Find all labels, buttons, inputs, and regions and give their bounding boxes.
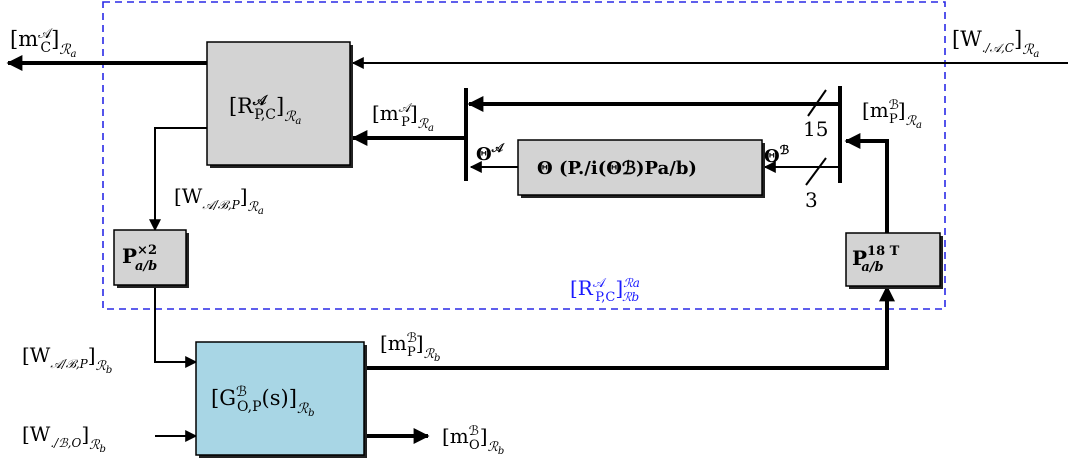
label-w-abp-b: [W𝒜/ℬ,P]ℛb [22, 343, 112, 376]
label-w-abp-a: [W𝒜/ℬ,P]ℛa [174, 184, 264, 217]
theta-block-label: Θ (P./i(Θℬ)Pa/b) [537, 158, 697, 179]
wire-p18-to-bar [844, 133, 889, 233]
label-theta-b: Θℬ [764, 143, 790, 167]
svg-text:P×2a/b: P×2a/b [122, 243, 157, 274]
label-theta-a: Θ𝒜 [476, 141, 506, 165]
wire-w-abp-a [149, 127, 207, 232]
svg-text:[GℬO,P(s)]ℛb: [GℬO,P(s)]ℛb [211, 384, 314, 419]
bus-slash-3 [805, 157, 827, 186]
wire-p-x2-to-g [154, 287, 198, 368]
wire-m-p-b [366, 285, 895, 370]
label-w-bo: [W./ℬ,O]ℛb [22, 422, 106, 455]
label-w-ac: [W./𝒜,C]ℛa [952, 27, 1039, 60]
svg-text:P18 Ta/b: P18 Ta/b [852, 244, 900, 275]
block-theta: Θ (P./i(Θℬ)Pa/b) [517, 139, 765, 198]
label-bus-3: 3 [805, 188, 818, 212]
label-bus-15: 15 [803, 117, 828, 141]
r-pc-main: [R [229, 94, 254, 118]
svg-text:[R𝒜P,C]ℛa: [R𝒜P,C]ℛa [229, 93, 301, 127]
frame-boundary [102, 1, 946, 310]
bus-slash-15 [807, 89, 827, 117]
